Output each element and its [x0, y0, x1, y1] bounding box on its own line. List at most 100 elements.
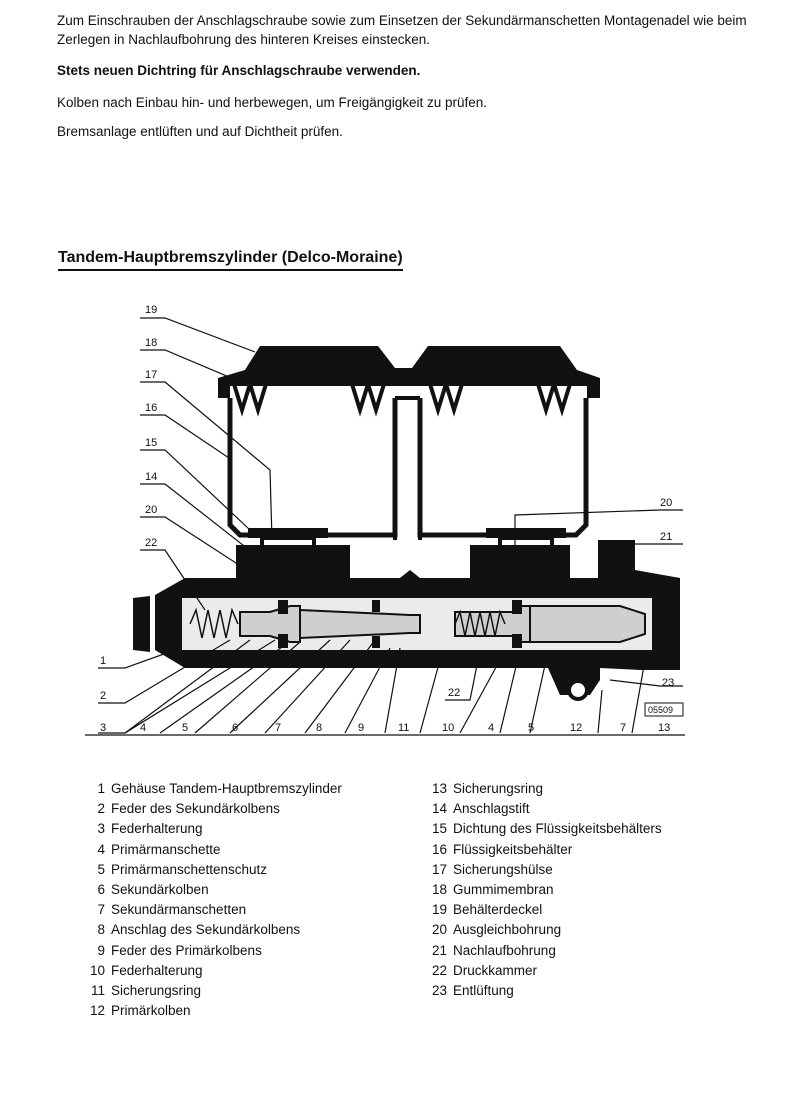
legend-label: Behälterdeckel: [453, 902, 543, 918]
legend-label: Primärkolben: [111, 1003, 191, 1019]
legend-item: 7 Sekundärmanschetten: [84, 900, 342, 920]
callout-21: 21: [660, 531, 672, 543]
figure-code-box: [644, 702, 684, 717]
instruction-paragraph-3: Kolben nach Einbau hin- und herbewegen, …: [57, 95, 488, 110]
rubber-diaphragm: [232, 377, 572, 417]
legend-label: Federhalterung: [111, 821, 203, 837]
leader-lines: [98, 317, 683, 734]
cup-2: [278, 634, 288, 648]
legend-label: Gummimembran: [453, 882, 554, 898]
callout-17: 17: [145, 369, 157, 381]
legend-label: Primärmanschettenschutz: [111, 861, 268, 877]
legend-label: Anschlag des Sekundärkolbens: [111, 922, 301, 938]
bleed-port: [567, 679, 589, 701]
legend-label: Anschlagstift: [453, 801, 530, 817]
legend-number: 21: [431, 942, 447, 958]
cup-6: [512, 634, 522, 648]
legend-item: 14 Anschlagstift: [426, 799, 662, 819]
legend-right-column: 13 Sicherungsring 14 Anschlagstift 15 Dichtun…: [426, 779, 662, 1001]
legend-number: 16: [431, 841, 447, 857]
legend-number: 2: [97, 801, 105, 817]
callout-9: 9: [358, 722, 364, 734]
master-cylinder-diagram: 19 18 17 16 15 14 20 22 1 2 3 4 5 6 7 8 …: [85, 304, 685, 736]
secondary-piston: [239, 605, 421, 643]
spring-primary: [454, 609, 506, 637]
legend-number: 6: [97, 882, 105, 898]
legend-item: 22 Druckkammer: [426, 961, 662, 981]
legend-item: 4 Primärmanschette: [84, 840, 342, 860]
callout-19: 19: [145, 304, 157, 316]
legend-item: 11 Sicherungsring: [84, 981, 342, 1001]
seal-right: [486, 528, 566, 538]
cup-4: [372, 636, 380, 648]
legend-item: 8 Anschlag des Sekundärkolbens: [84, 920, 342, 940]
legend-label: Primärmanschette: [111, 841, 221, 857]
legend-label: Sekundärkolben: [111, 882, 209, 898]
figure-code: 05509: [648, 705, 673, 715]
callout-22-left: 22: [145, 537, 157, 549]
callout-22-bottom: 22: [448, 687, 460, 699]
legend-number: 11: [90, 983, 105, 999]
callout-20-left: 20: [145, 504, 157, 516]
callout-23: 23: [662, 677, 674, 689]
callout-4: 4: [140, 722, 146, 734]
legend-number: 17: [431, 861, 447, 877]
legend-number: 14: [431, 801, 447, 817]
callout-20-right: 20: [660, 497, 672, 509]
legend-number: 22: [431, 962, 447, 978]
end-plug: [133, 596, 150, 652]
callout-16: 16: [145, 402, 157, 414]
legend-item: 19 Behälterdeckel: [426, 900, 662, 920]
legend-number: 7: [97, 902, 105, 918]
legend-number: 5: [97, 861, 105, 877]
callout-5: 5: [182, 722, 188, 734]
legend-item: 6 Sekundärkolben: [84, 880, 342, 900]
section-title: Tandem-Hauptbremszylinder (Delco-Moraine…: [58, 249, 403, 271]
callout-10: 10: [442, 722, 454, 734]
spring-secondary: [189, 607, 239, 639]
legend-label: Flüssigkeitsbehälter: [453, 841, 573, 857]
legend-label: Gehäuse Tandem-Hauptbremszylinder: [111, 781, 342, 796]
legend-number: 10: [89, 962, 105, 978]
legend-label: Druckkammer: [453, 962, 538, 978]
legend-number: 3: [97, 821, 105, 837]
legend-number: 20: [431, 922, 447, 938]
legend-label: Sekundärmanschetten: [111, 902, 247, 918]
legend-label: Feder des Sekundärkolbens: [111, 801, 280, 817]
callout-8: 8: [316, 722, 322, 734]
legend-item: 16 Flüssigkeitsbehälter: [426, 840, 662, 860]
callout-5-right: 5: [528, 722, 534, 734]
callout-11: 11: [398, 722, 409, 734]
legend-item: 13 Sicherungsring: [426, 779, 662, 799]
legend-item: 1 Gehäuse Tandem-Hauptbremszylinder: [84, 779, 342, 799]
reservoir-left: [227, 398, 398, 538]
legend-number: 1: [97, 781, 105, 796]
callout-15: 15: [145, 437, 157, 449]
legend-label: Sicherungsring: [453, 781, 544, 796]
legend-label: Entlüftung: [453, 983, 514, 999]
legend-number: 13: [431, 781, 447, 796]
legend-item: 17 Sicherungshülse: [426, 860, 662, 880]
legend-item: 15 Dichtung des Flüssigkeitsbehälters: [426, 819, 662, 839]
legend-label: Sicherungshülse: [453, 861, 553, 877]
cup-3: [372, 600, 380, 612]
legend-number: 19: [431, 902, 447, 918]
legend-number: 8: [97, 922, 105, 938]
reservoir-divider: [393, 396, 422, 540]
callout-4-right: 4: [488, 722, 494, 734]
legend-label: Ausgleichbohrung: [453, 922, 562, 938]
legend-label: Sicherungsring: [111, 983, 202, 999]
legend-item: 5 Primärmanschettenschutz: [84, 860, 342, 880]
callout-3: 3: [100, 722, 106, 734]
legend-number: 4: [97, 841, 105, 857]
legend-number: 15: [431, 821, 447, 837]
legend-label: Dichtung des Flüssigkeitsbehälters: [453, 821, 662, 837]
legend-item: 3 Federhalterung: [84, 819, 342, 839]
callout-2: 2: [100, 690, 106, 702]
